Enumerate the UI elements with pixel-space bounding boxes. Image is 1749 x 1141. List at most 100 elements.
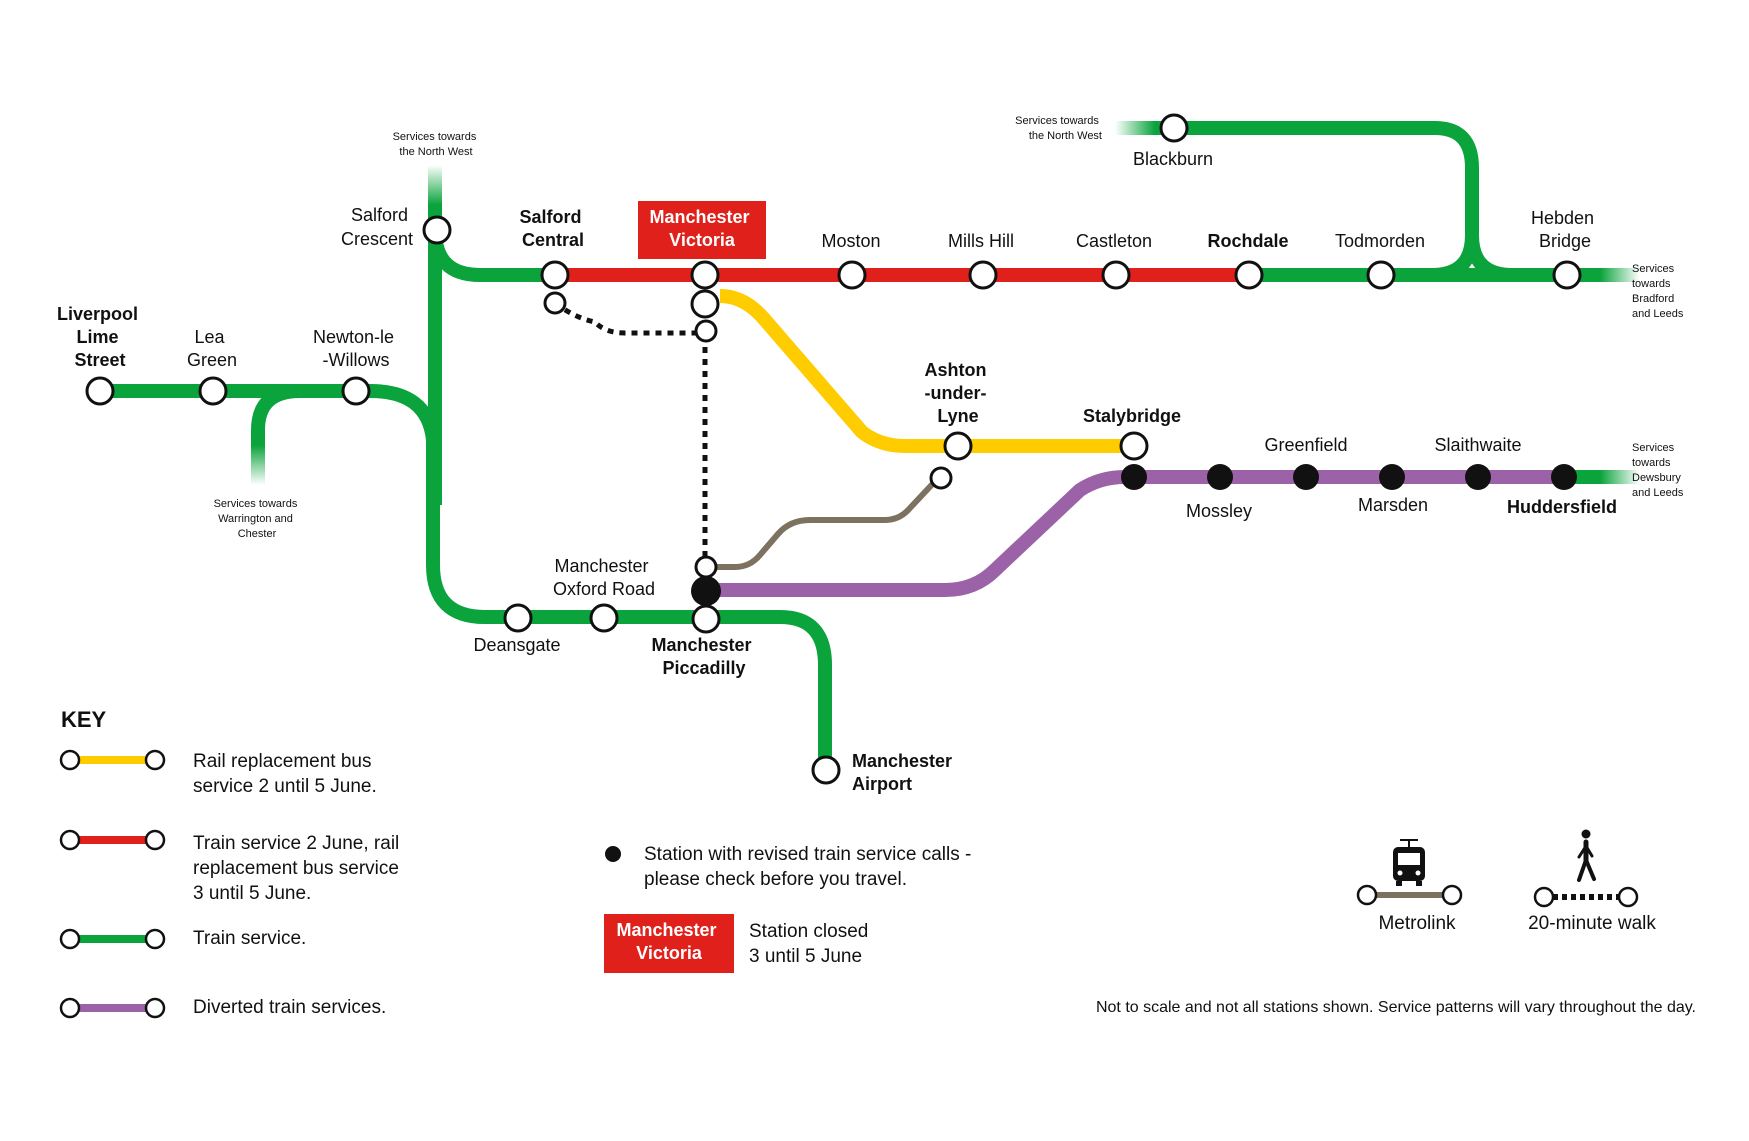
label-ashton: Ashton -under- Lyne bbox=[924, 360, 991, 426]
label-todmorden: Todmorden bbox=[1335, 231, 1425, 251]
svg-text:Manchester Victoria: Manchester Victoria bbox=[616, 920, 721, 963]
station-marker-blackburn[interactable] bbox=[1159, 113, 1189, 143]
station-marker-rochdale[interactable] bbox=[1234, 260, 1264, 290]
blackburn-fade bbox=[1115, 121, 1155, 135]
svg-text:20-minute walk: 20-minute walk bbox=[1528, 913, 1656, 934]
footnote: Not to scale and not all stations shown.… bbox=[1096, 999, 1696, 1016]
label-salford-central: Salford Central bbox=[519, 207, 586, 250]
label-marsden: Marsden bbox=[1358, 495, 1428, 515]
label-liverpool: Liverpool Lime Street bbox=[57, 304, 143, 370]
station-marker-stalybridge[interactable] bbox=[1119, 431, 1149, 461]
label-victoria: Manchester Victoria bbox=[649, 207, 754, 250]
label-mossley: Mossley bbox=[1186, 501, 1252, 521]
station-marker-liverpool[interactable] bbox=[85, 376, 115, 406]
key-title: KEY bbox=[61, 707, 107, 732]
station-marker-mills-hill[interactable] bbox=[968, 260, 998, 290]
svg-text:Rail replacement bus s: Rail replacement bus service 2 until 5 J… bbox=[193, 751, 377, 797]
station-labels: Liverpool Lime Street Lea Green Newton-l… bbox=[57, 149, 1617, 794]
station-marker-newton[interactable] bbox=[341, 376, 371, 406]
station-marker-salford-crescent[interactable] bbox=[422, 215, 452, 245]
services-dewsbury: Services towards Dewsbury and Leeds bbox=[1632, 442, 1684, 499]
label-hebden: Hebden Bridge bbox=[1531, 208, 1599, 251]
label-rochdale: Rochdale bbox=[1207, 231, 1288, 251]
station-marker-stalybridge-revised[interactable] bbox=[1121, 464, 1147, 490]
label-stalybridge: Stalybridge bbox=[1083, 406, 1181, 426]
station-marker-victoria[interactable] bbox=[690, 260, 720, 290]
station-marker-salford-central[interactable] bbox=[540, 260, 570, 290]
service-direction-labels: Services towards the North West Services… bbox=[214, 115, 1684, 540]
key-item-walk: 20-minute walk bbox=[1528, 829, 1656, 934]
key-item-metrolink: Metrolink bbox=[1356, 839, 1463, 934]
revised-station-markers bbox=[691, 464, 1577, 606]
map-key: KEY Rail replacement bus service 2 until… bbox=[59, 707, 1696, 1019]
label-slaithwaite: Slaithwaite bbox=[1434, 435, 1521, 455]
north-west-fade bbox=[428, 165, 442, 205]
station-marker-hebden[interactable] bbox=[1552, 260, 1582, 290]
diverted-line bbox=[705, 470, 1565, 597]
label-greenfield: Greenfield bbox=[1264, 435, 1347, 455]
station-marker-victoria-walk[interactable] bbox=[694, 319, 718, 343]
svg-text:Diverted train services.: Diverted train services. bbox=[193, 997, 386, 1018]
label-deansgate: Deansgate bbox=[473, 635, 560, 655]
station-marker-deansgate[interactable] bbox=[503, 603, 533, 633]
station-marker-castleton[interactable] bbox=[1101, 260, 1131, 290]
station-marker-marsden[interactable] bbox=[1379, 464, 1405, 490]
station-markers bbox=[85, 113, 1582, 785]
station-marker-todmorden[interactable] bbox=[1366, 260, 1396, 290]
svg-text:Station closed 3 until: Station closed 3 until 5 June bbox=[749, 921, 874, 967]
bradford-fade bbox=[1600, 268, 1640, 282]
label-airport: Manchester Airport bbox=[852, 751, 957, 794]
closed-station-swatch bbox=[604, 914, 734, 973]
station-marker-ashton-metrolink[interactable] bbox=[929, 466, 953, 490]
tram-icon bbox=[1393, 839, 1425, 886]
airport-line bbox=[705, 610, 832, 768]
station-marker-salford-central-walk[interactable] bbox=[543, 291, 567, 315]
label-mills-hill: Mills Hill bbox=[948, 231, 1014, 251]
svg-text:Metrolink: Metrolink bbox=[1378, 913, 1456, 934]
services-north-west-crescent: Services towards the North West bbox=[393, 131, 480, 158]
station-marker-piccadilly[interactable] bbox=[691, 604, 721, 634]
revised-station-dot bbox=[605, 846, 621, 862]
dewsbury-fade bbox=[1600, 470, 1640, 484]
station-marker-greenfield[interactable] bbox=[1293, 464, 1319, 490]
label-salford-crescent: Salford Crescent bbox=[341, 205, 413, 249]
label-lea-green: Lea Green bbox=[187, 327, 237, 370]
key-item-train: Train service. bbox=[59, 928, 306, 950]
key-item-revised-station: Station with revised train service calls… bbox=[605, 844, 977, 890]
station-marker-slaithwaite[interactable] bbox=[1465, 464, 1491, 490]
station-marker-moston[interactable] bbox=[837, 260, 867, 290]
station-marker-huddersfield[interactable] bbox=[1551, 464, 1577, 490]
svg-text:Train service.: Train service. bbox=[193, 928, 306, 949]
closed-station-badge-victoria bbox=[638, 201, 766, 259]
services-north-west-blackburn: Services towards the North West bbox=[1015, 115, 1102, 142]
key-item-closed-station: Manchester Victoria Station closed 3 unt… bbox=[604, 914, 874, 973]
walk-route-salford-central bbox=[553, 300, 705, 336]
key-item-train-bus: Train service 2 June, rail replacement b… bbox=[59, 829, 405, 904]
route-lines bbox=[100, 121, 1640, 768]
svg-text:Station with revised train ser: Station with revised train service calls… bbox=[644, 844, 977, 890]
walking-person-icon bbox=[1577, 829, 1596, 882]
station-marker-ashton[interactable] bbox=[943, 431, 973, 461]
blackburn-line bbox=[1155, 121, 1513, 282]
station-marker-airport[interactable] bbox=[811, 755, 841, 785]
svg-text:Train service 2 June, rail: Train service 2 June, rail replacement b… bbox=[193, 833, 405, 904]
label-piccadilly: Manchester Piccadilly bbox=[651, 635, 756, 678]
label-blackburn: Blackburn bbox=[1133, 149, 1213, 169]
bus-replacement-line bbox=[719, 289, 1133, 453]
label-newton: Newton-le -Willows bbox=[313, 327, 399, 370]
services-bradford: Services towards Bradford and Leeds bbox=[1632, 263, 1684, 320]
label-castleton: Castleton bbox=[1076, 231, 1152, 251]
key-item-bus: Rail replacement bus service 2 until 5 J… bbox=[59, 749, 377, 797]
label-moston: Moston bbox=[821, 231, 880, 251]
station-marker-oxford-road[interactable] bbox=[589, 603, 619, 633]
station-marker-victoria-bus[interactable] bbox=[690, 289, 720, 319]
station-marker-oxford-road-metrolink[interactable] bbox=[694, 555, 718, 579]
warrington-spur-fade bbox=[251, 445, 265, 485]
metrolink-line bbox=[705, 473, 943, 570]
station-marker-lea-green[interactable] bbox=[198, 376, 228, 406]
services-warrington: Services towards Warrington and Chester bbox=[214, 498, 301, 540]
station-marker-piccadilly-revised[interactable] bbox=[691, 576, 721, 606]
warrington-spur bbox=[251, 384, 301, 445]
station-marker-mossley[interactable] bbox=[1207, 464, 1233, 490]
